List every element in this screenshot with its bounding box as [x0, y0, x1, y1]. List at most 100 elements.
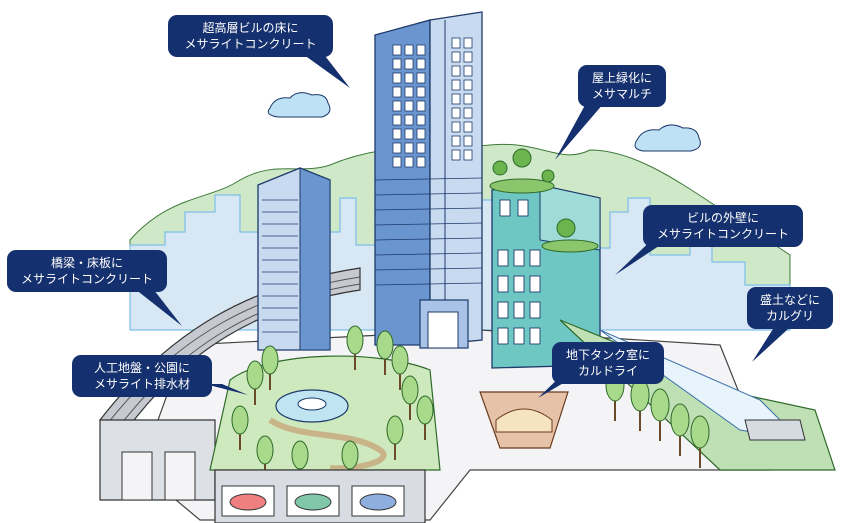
callout-tank-line1: 地下タンク室に: [565, 348, 650, 362]
tower-window: [404, 100, 414, 112]
callout-skyscraper: 超高層ビルの床に メサライトコンクリート: [168, 15, 333, 57]
tower-window: [451, 135, 461, 147]
teal-window: [499, 199, 511, 217]
callout-bridge-line1: 橋梁・床板に: [50, 256, 123, 270]
tower-window: [404, 128, 414, 140]
tree-crown: [401, 375, 419, 405]
callout-embankment: 盛土などに カルグリ: [747, 287, 833, 329]
callout-skyscraper-line1: 超高層ビルの床に: [202, 21, 299, 35]
tower-window: [404, 72, 414, 84]
tower-window: [416, 100, 426, 112]
tower-window: [451, 79, 461, 91]
tower-window: [392, 58, 402, 70]
pointer-embankment: [752, 318, 800, 362]
teal-building: [489, 148, 601, 369]
tree-crown: [690, 415, 710, 449]
callout-park-line2: メサライト排水材: [93, 377, 190, 391]
tree-crown: [346, 325, 364, 355]
callout-rooftop-line1: 屋上緑化に: [591, 71, 652, 85]
callout-tank: 地下タンク室に カルドライ: [552, 342, 664, 384]
tower-window: [392, 114, 402, 126]
tower-window: [416, 86, 426, 98]
underground-tank: [479, 391, 569, 449]
tower-window: [404, 44, 414, 56]
tree-crown: [391, 345, 409, 375]
tower-window: [463, 121, 473, 133]
tower-window: [451, 107, 461, 119]
teal-window: [529, 249, 541, 267]
callout-rooftop-line2: メサマルチ: [591, 87, 652, 101]
underground-parking: [214, 469, 426, 523]
teal-window: [497, 301, 509, 319]
tree-crown: [256, 435, 274, 465]
tower-window: [392, 44, 402, 56]
tower-window: [392, 72, 402, 84]
tree-crown: [376, 330, 394, 360]
pointer-park: [205, 384, 248, 395]
callout-embankment-line2: カルグリ: [765, 309, 814, 323]
callout-skyscraper-line2: メサライトコンクリート: [184, 37, 317, 51]
callout-rooftop: 屋上緑化に メサマルチ: [578, 65, 666, 107]
teal-window: [529, 301, 541, 319]
tower-window: [451, 149, 461, 161]
tower-window: [404, 114, 414, 126]
tower-window: [463, 65, 473, 77]
tower-window: [392, 128, 402, 140]
tower-window: [463, 51, 473, 63]
tower-window: [392, 156, 402, 168]
tower-floor-line: [374, 282, 483, 286]
tower-window: [463, 149, 473, 161]
tower-window: [392, 142, 402, 154]
tree-crown: [341, 440, 359, 470]
tower-floor-line: [374, 207, 483, 211]
tree-crown: [650, 388, 670, 422]
teal-window: [513, 249, 525, 267]
tower-window: [416, 72, 426, 84]
teal-window: [497, 249, 509, 267]
tower-window: [416, 114, 426, 126]
pointer-skyscraper: [300, 52, 350, 88]
teal-window: [517, 199, 529, 217]
tower-window: [463, 93, 473, 105]
tower-window: [463, 107, 473, 119]
teal-window: [529, 275, 541, 293]
tree-crown: [261, 345, 279, 375]
tower-floor-line: [374, 237, 483, 241]
callout-park: 人工地盤・公園に メサライト排水材: [72, 355, 212, 397]
tower-floor-line: [374, 192, 483, 196]
tower-window: [463, 135, 473, 147]
teal-window: [497, 327, 509, 345]
callout-wall-line2: メサライトコンクリート: [656, 227, 789, 241]
tower-floor-line: [374, 222, 483, 226]
tower-window: [451, 51, 461, 63]
tower-window: [416, 58, 426, 70]
tree-crown: [291, 440, 309, 470]
tower-window: [451, 65, 461, 77]
tree-crown: [246, 360, 264, 390]
teal-window: [513, 327, 525, 345]
tower-window: [416, 142, 426, 154]
tower-window: [451, 121, 461, 133]
tower-floor-line: [374, 177, 483, 181]
callout-embankment-line1: 盛土などに: [759, 293, 820, 307]
tower-window: [404, 156, 414, 168]
tree-crown: [670, 403, 690, 437]
tower-window: [416, 156, 426, 168]
teal-window: [497, 275, 509, 293]
highway-pier: [99, 419, 216, 501]
callout-park-line1: 人工地盤・公園に: [93, 361, 190, 375]
tower-window: [416, 128, 426, 140]
tower-floor-line: [374, 267, 483, 271]
callout-wall-line1: ビルの外壁に: [686, 211, 759, 225]
tower-window: [451, 37, 461, 49]
tower-window: [404, 58, 414, 70]
tower-window: [451, 93, 461, 105]
tower-window: [404, 142, 414, 154]
tower-window: [416, 44, 426, 56]
skyscraper: [374, 11, 483, 349]
tower-floor-line: [374, 252, 483, 256]
teal-window: [529, 327, 541, 345]
tower-window: [392, 86, 402, 98]
pointer-bridge: [130, 285, 182, 326]
